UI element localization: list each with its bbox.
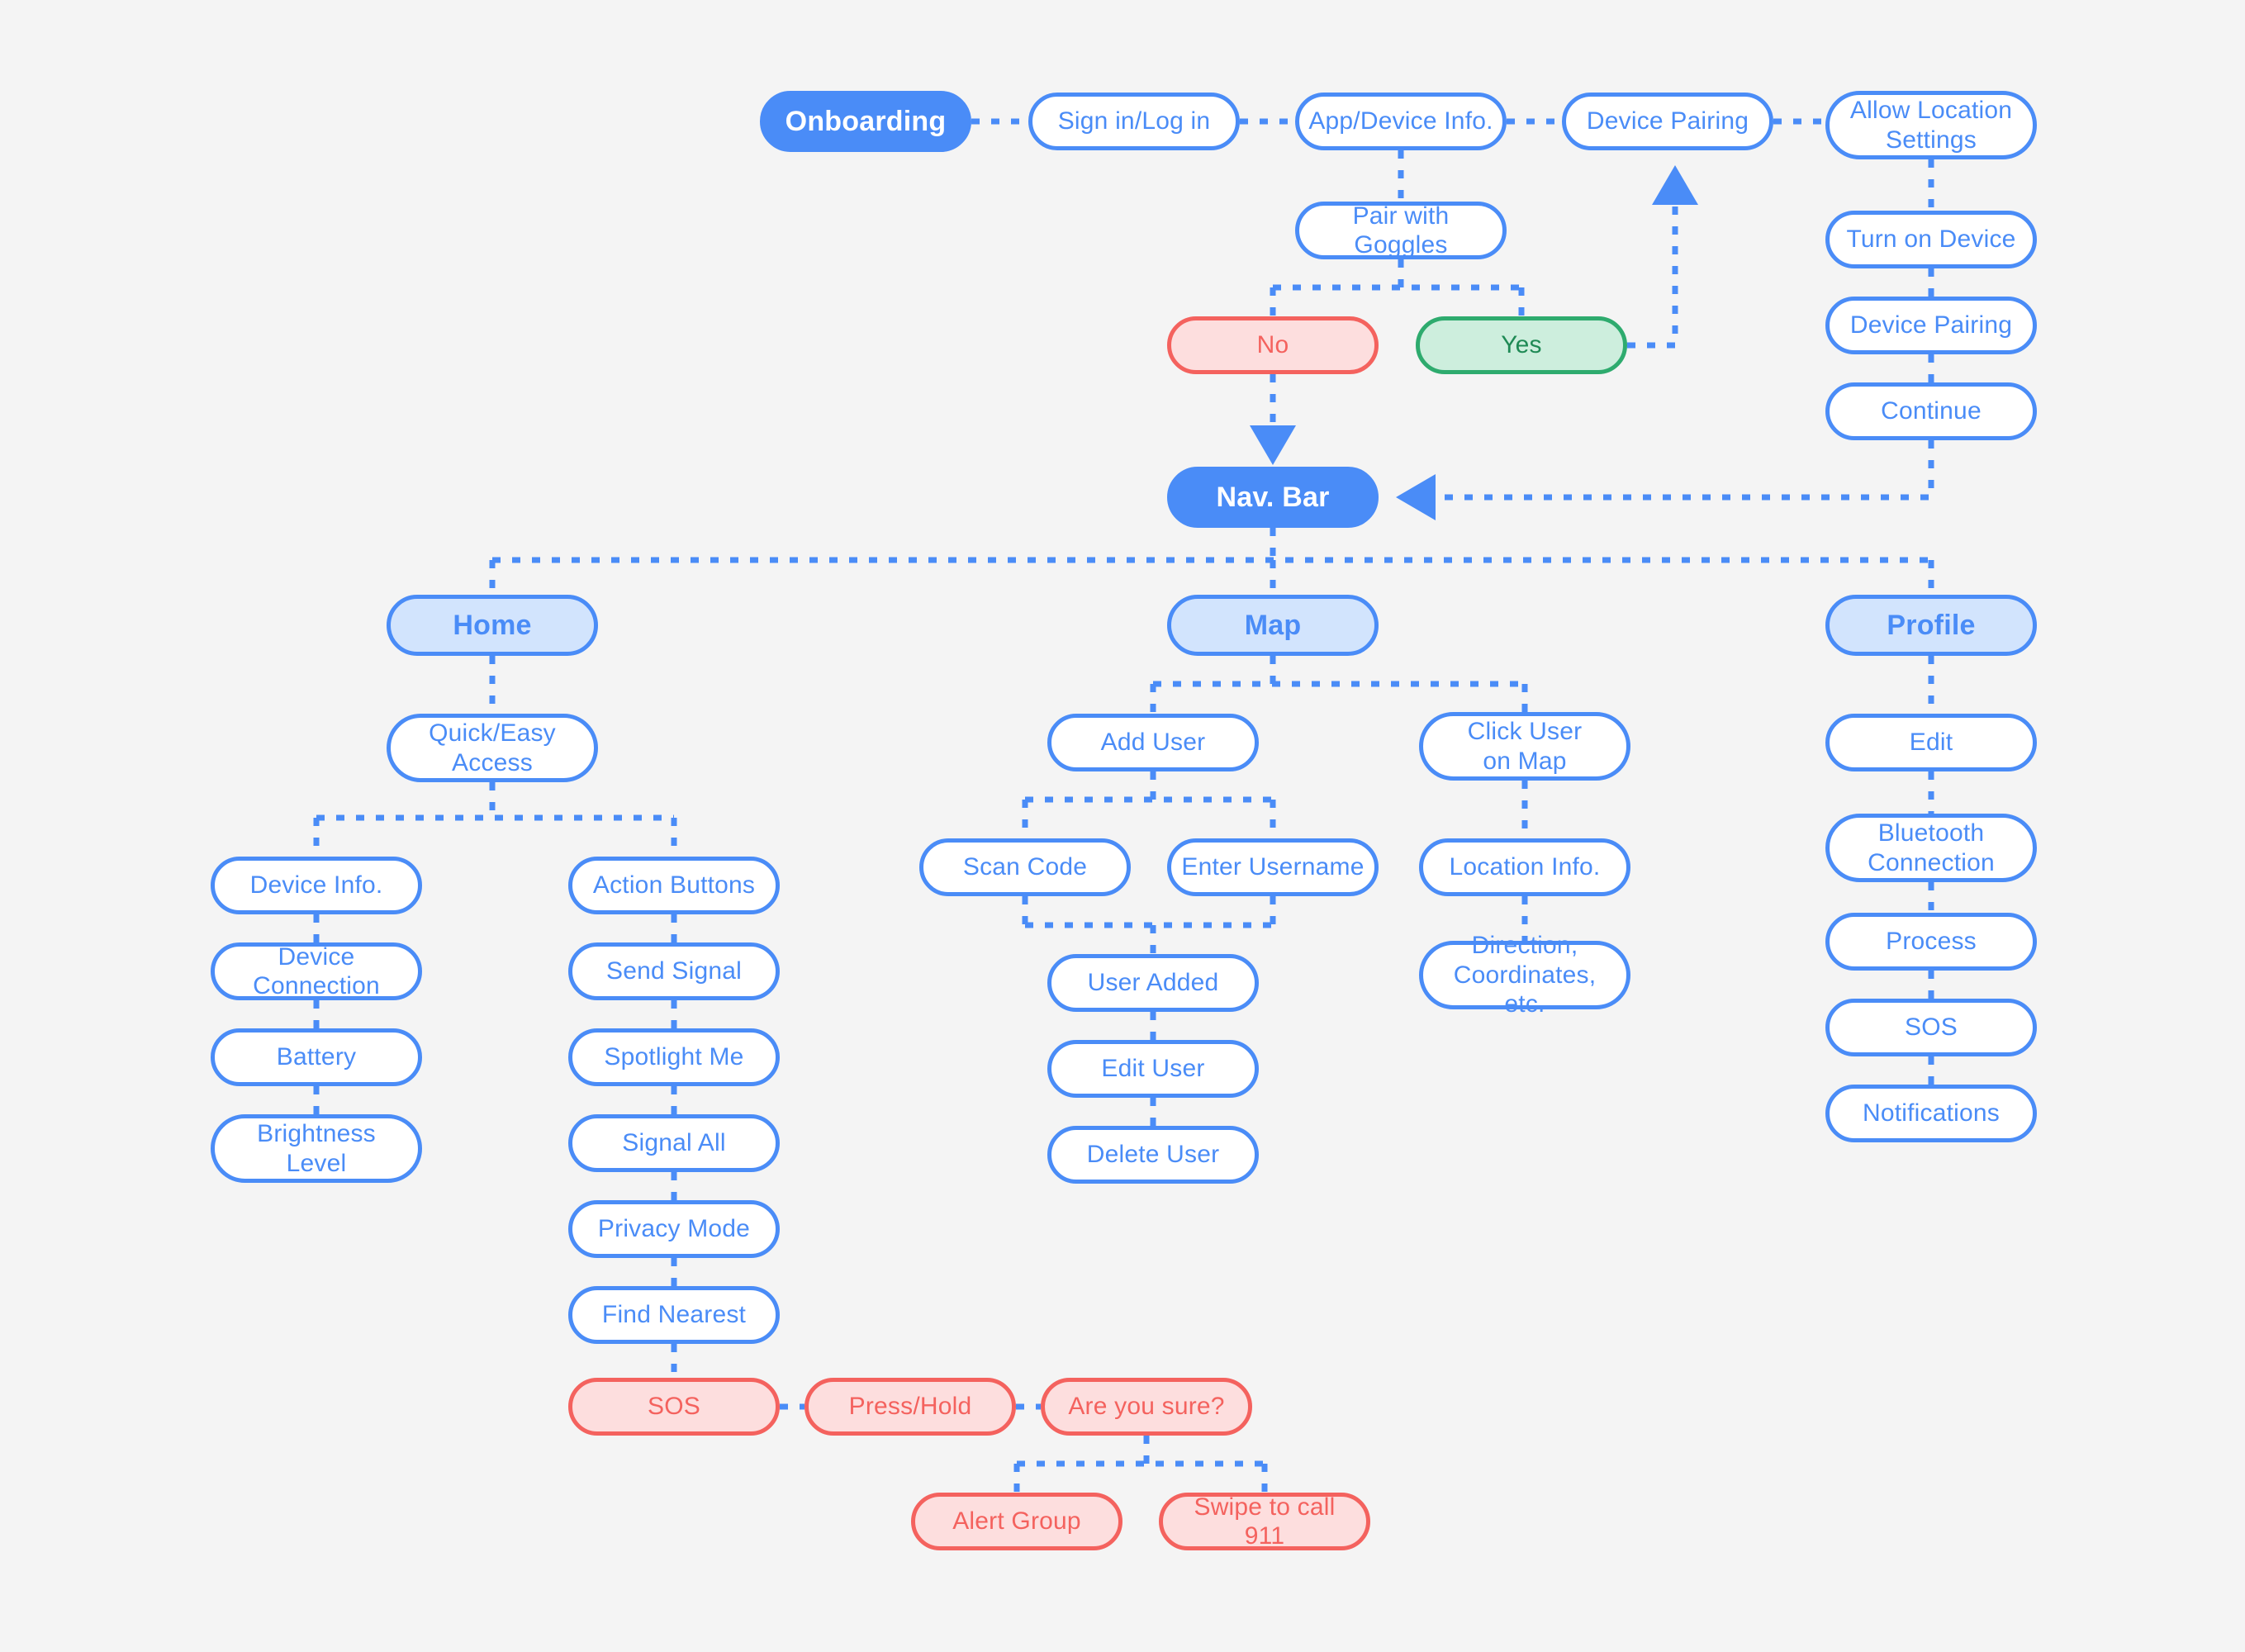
- node-brightness-level[interactable]: Brightness Level: [211, 1114, 422, 1183]
- node-alert-group[interactable]: Alert Group: [911, 1493, 1122, 1550]
- node-label: Find Nearest: [601, 1301, 747, 1329]
- node-label: Device Pairing: [1849, 311, 2013, 339]
- node-pair-goggles[interactable]: Pair with Goggles: [1295, 202, 1507, 259]
- node-allow-location[interactable]: Allow Location Settings: [1825, 91, 2037, 159]
- node-click-user-map[interactable]: Click User on Map: [1419, 712, 1630, 781]
- node-privacy-mode[interactable]: Privacy Mode: [568, 1200, 780, 1258]
- node-label: Brightness Level: [257, 1120, 376, 1177]
- node-enter-username[interactable]: Enter Username: [1167, 838, 1379, 896]
- node-quick-access[interactable]: Quick/Easy Access: [387, 714, 598, 782]
- node-label: Home: [453, 609, 532, 641]
- node-label: Signal All: [622, 1129, 726, 1157]
- node-label: Action Buttons: [592, 871, 756, 900]
- node-map[interactable]: Map: [1167, 595, 1379, 656]
- node-label: Battery: [276, 1043, 357, 1071]
- node-device-info[interactable]: Device Info.: [211, 857, 422, 914]
- node-direction-coords[interactable]: Direction, Coordinates, etc.: [1419, 932, 1630, 1018]
- node-find-nearest[interactable]: Find Nearest: [568, 1286, 780, 1344]
- node-send-signal[interactable]: Send Signal: [568, 942, 780, 1000]
- node-label: Device Connection: [253, 942, 380, 999]
- node-yes[interactable]: Yes: [1416, 316, 1627, 374]
- node-swipe-911[interactable]: Swipe to call 911: [1159, 1493, 1370, 1550]
- node-add-user[interactable]: Add User: [1047, 714, 1259, 771]
- node-sos-profile[interactable]: SOS: [1825, 999, 2037, 1056]
- node-label: Edit User: [1101, 1055, 1205, 1083]
- node-label: Privacy Mode: [597, 1215, 751, 1243]
- node-label: Spotlight Me: [604, 1043, 744, 1071]
- node-signal-all[interactable]: Signal All: [568, 1114, 780, 1172]
- node-process[interactable]: Process: [1825, 913, 2037, 971]
- node-label: Continue: [1881, 397, 1982, 425]
- node-sos-home[interactable]: SOS: [568, 1378, 780, 1436]
- node-label: Edit: [1909, 729, 1953, 757]
- node-label: Scan Code: [962, 853, 1088, 881]
- node-device-connection[interactable]: Device Connection: [211, 942, 422, 1000]
- node-label: Profile: [1887, 609, 1976, 641]
- node-label: Turn on Device: [1846, 225, 2016, 254]
- node-label: Direction, Coordinates, etc.: [1453, 932, 1597, 1018]
- node-label: App/Device Info.: [1308, 107, 1493, 135]
- node-label: Nav. Bar: [1216, 481, 1330, 513]
- node-are-you-sure[interactable]: Are you sure?: [1041, 1378, 1252, 1436]
- arrow-continue-to-navbar: [1396, 474, 1436, 520]
- node-device-pairing-top[interactable]: Device Pairing: [1562, 93, 1773, 150]
- node-label: Device Info.: [249, 871, 383, 900]
- node-label: Delete User: [1086, 1141, 1220, 1169]
- node-label: Are you sure?: [1068, 1393, 1225, 1421]
- node-bluetooth-conn[interactable]: Bluetooth Connection: [1825, 814, 2037, 882]
- node-no[interactable]: No: [1167, 316, 1379, 374]
- node-action-buttons[interactable]: Action Buttons: [568, 857, 780, 914]
- node-turn-on-device[interactable]: Turn on Device: [1825, 211, 2037, 268]
- node-label: Press/Hold: [848, 1393, 972, 1421]
- node-label: Device Pairing: [1586, 107, 1749, 135]
- node-press-hold[interactable]: Press/Hold: [804, 1378, 1016, 1436]
- node-scan-code[interactable]: Scan Code: [919, 838, 1131, 896]
- node-nav-bar[interactable]: Nav. Bar: [1167, 467, 1379, 528]
- node-notifications[interactable]: Notifications: [1825, 1085, 2037, 1142]
- node-label: SOS: [648, 1393, 700, 1421]
- node-label: User Added: [1087, 969, 1219, 997]
- node-edit[interactable]: Edit: [1825, 714, 2037, 771]
- node-label: Alert Group: [952, 1507, 1081, 1536]
- node-label: Location Info.: [1449, 853, 1601, 881]
- node-label: Allow Location Settings: [1849, 97, 2013, 154]
- node-label: Click User on Map: [1467, 718, 1583, 775]
- node-label: Map: [1244, 609, 1302, 641]
- node-label: Add User: [1100, 729, 1206, 757]
- node-user-added[interactable]: User Added: [1047, 954, 1259, 1012]
- node-sign-in[interactable]: Sign in/Log in: [1028, 93, 1240, 150]
- node-location-info[interactable]: Location Info.: [1419, 838, 1630, 896]
- node-label: Pair with Goggles: [1352, 202, 1450, 259]
- node-label: Bluetooth Connection: [1868, 819, 1995, 876]
- node-label: Enter Username: [1181, 853, 1365, 881]
- node-label: Onboarding: [785, 105, 947, 137]
- node-label: Process: [1886, 928, 1977, 956]
- node-battery[interactable]: Battery: [211, 1028, 422, 1086]
- arrow-no-to-navbar: [1250, 425, 1296, 465]
- arrow-yes-to-device-pairing: [1652, 165, 1698, 205]
- node-delete-user[interactable]: Delete User: [1047, 1126, 1259, 1184]
- node-label: Send Signal: [606, 957, 742, 985]
- node-label: Yes: [1501, 331, 1542, 359]
- node-device-pairing-2[interactable]: Device Pairing: [1825, 297, 2037, 354]
- node-edit-user[interactable]: Edit User: [1047, 1040, 1259, 1098]
- node-label: Sign in/Log in: [1057, 107, 1211, 135]
- node-continue[interactable]: Continue: [1825, 382, 2037, 440]
- node-label: Swipe to call 911: [1194, 1493, 1336, 1550]
- node-label: Quick/Easy Access: [429, 719, 556, 776]
- node-label: No: [1256, 331, 1289, 359]
- node-label: Notifications: [1862, 1099, 2000, 1127]
- node-onboarding[interactable]: Onboarding: [760, 91, 971, 152]
- node-home[interactable]: Home: [387, 595, 598, 656]
- node-profile[interactable]: Profile: [1825, 595, 2037, 656]
- node-app-device-info[interactable]: App/Device Info.: [1295, 93, 1507, 150]
- node-label: SOS: [1905, 1014, 1958, 1042]
- node-spotlight-me[interactable]: Spotlight Me: [568, 1028, 780, 1086]
